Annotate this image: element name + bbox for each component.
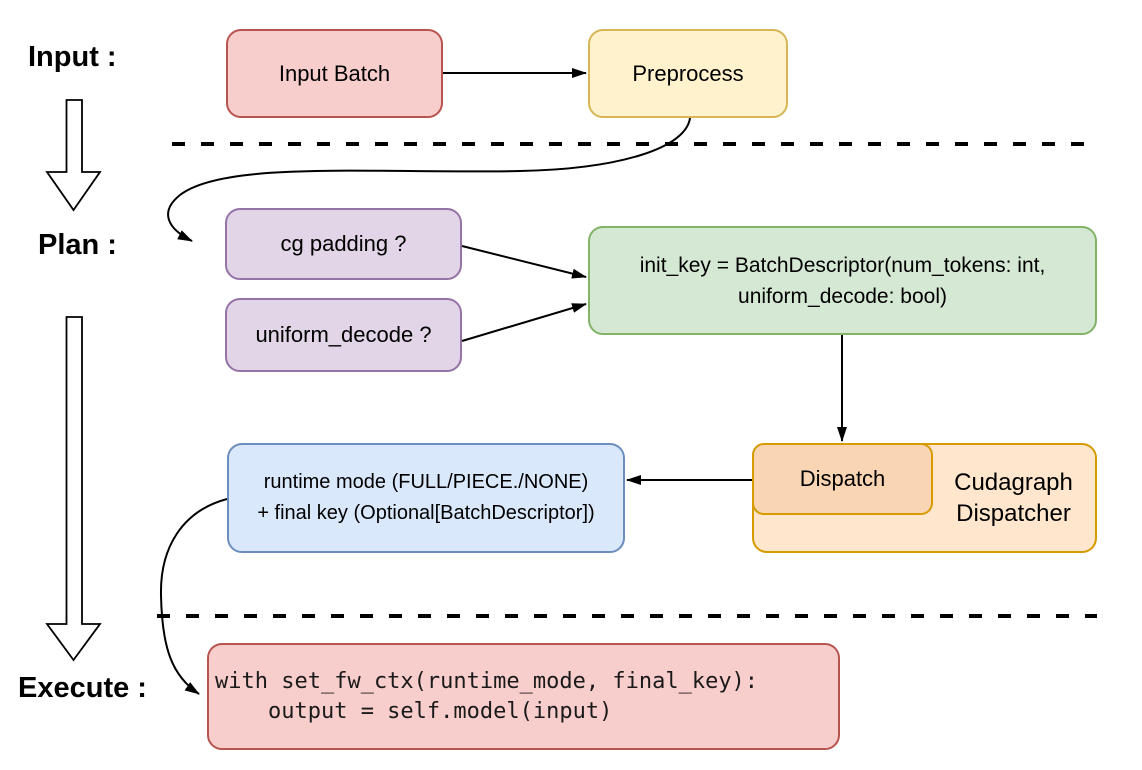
node-dispatch: Dispatch — [752, 443, 933, 515]
node-cg-padding-label: cg padding ? — [280, 231, 407, 256]
stage-label-execute: Execute : — [18, 672, 147, 704]
node-runtime-mode: runtime mode (FULL/PIECE./NONE) + final … — [227, 443, 625, 553]
stage-label-plan: Plan : — [38, 229, 117, 261]
node-init-key-line1: init_key = BatchDescriptor(num_tokens: i… — [639, 253, 1046, 277]
connector-cg-padding-to-init-key — [461, 245, 587, 279]
connector-uniform-decode-to-init-key — [461, 303, 587, 342]
node-init-key-line2: uniform_decode: bool) — [738, 284, 947, 308]
node-uniform-decode-label: uniform_decode ? — [255, 322, 432, 347]
node-cudagraph-dispatcher-line2: Dispatcher — [956, 500, 1071, 527]
node-cudagraph-dispatcher-line1: Cudagraph — [954, 469, 1073, 496]
node-runtime-mode-line2: + final key (Optional[BatchDescriptor]) — [257, 502, 595, 524]
hollow-arrow-input-to-plan-icon — [45, 99, 102, 212]
node-execute-code-line1: with set_fw_ctx(runtime_mode, final_key)… — [215, 668, 759, 694]
node-uniform-decode: uniform_decode ? — [225, 298, 462, 372]
node-runtime-mode-line1: runtime mode (FULL/PIECE./NONE) — [263, 471, 589, 493]
node-init-key: init_key = BatchDescriptor(num_tokens: i… — [588, 226, 1097, 335]
node-input-batch: Input Batch — [226, 29, 443, 118]
stage-label-input: Input : — [28, 41, 117, 73]
node-input-batch-label: Input Batch — [278, 60, 391, 86]
node-execute-code-line2: output = self.model(input) — [215, 698, 613, 724]
node-dispatch-label: Dispatch — [799, 466, 886, 491]
node-execute-code: with set_fw_ctx(runtime_mode, final_key)… — [207, 643, 840, 750]
node-preprocess-label: Preprocess — [632, 60, 744, 86]
node-preprocess: Preprocess — [588, 29, 788, 118]
node-cg-padding: cg padding ? — [225, 208, 462, 280]
hollow-arrow-plan-to-execute-icon — [45, 316, 102, 662]
